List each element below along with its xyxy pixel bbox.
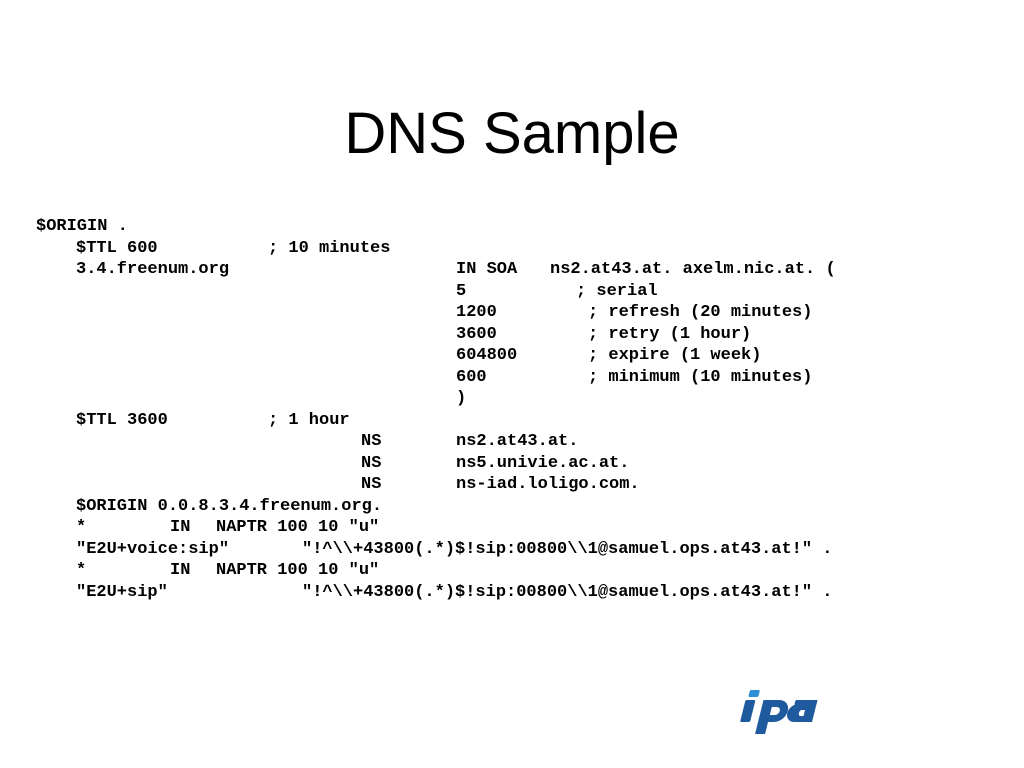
code-line: 3600 ; retry (1 hour) [36, 324, 751, 346]
code-token: ns2.at43.at. [456, 432, 579, 451]
code-token: IN SOA [456, 260, 518, 279]
code-token: ; expire (1 week) [588, 346, 762, 365]
code-line: 5 ; serial [36, 281, 658, 303]
code-line: $ORIGIN 0.0.8.3.4.freenum.org. [36, 496, 382, 518]
code-token: $ORIGIN . [36, 217, 128, 236]
code-token: 604800 [456, 346, 518, 365]
code-token: ; retry (1 hour) [588, 324, 752, 344]
code-token: 5 [456, 281, 467, 301]
code-token: ns-iad.loligo.com. [456, 475, 640, 494]
code-line: $TTL 3600 ; 1 hour [36, 410, 350, 432]
code-token: NS [361, 432, 382, 451]
code-token: 3600 [456, 324, 497, 344]
code-token: $TTL 600 [76, 238, 158, 258]
code-token: NAPTR 100 10 "u" [216, 561, 380, 580]
code-line: "E2U+voice:sip" "!^\\+43800(.*)$!sip:008… [36, 539, 833, 561]
code-line: ) [36, 388, 466, 410]
code-token: ; serial [576, 281, 658, 301]
code-token: * [76, 561, 87, 580]
code-line: NS ns-iad.loligo.com. [36, 474, 640, 496]
code-token: $ORIGIN 0.0.8.3.4.freenum.org. [76, 496, 383, 516]
code-token: ; minimum (10 minutes) [588, 367, 813, 387]
code-line: NS ns5.univie.ac.at. [36, 453, 629, 475]
code-token: ; refresh (20 minutes) [588, 303, 813, 322]
code-token: $TTL 3600 [76, 410, 168, 430]
code-token: ns5.univie.ac.at. [456, 453, 630, 473]
code-token: "!^\\+43800(.*)$!sip:00800\\1@samuel.ops… [302, 539, 833, 559]
code-token: "E2U+voice:sip" [76, 539, 230, 559]
code-line: * IN NAPTR 100 10 "u" [36, 517, 379, 539]
code-line: $TTL 600 ; 10 minutes [36, 238, 390, 260]
code-token: ns2.at43.at. axelm.nic.at. ( [550, 260, 836, 279]
code-token: 3.4.freenum.org [76, 260, 230, 279]
code-line: 604800 ; expire (1 week) [36, 345, 761, 367]
code-line: $ORIGIN . [36, 216, 128, 238]
code-token: "E2U+sip" [76, 582, 168, 602]
code-line: 1200 ; refresh (20 minutes) [36, 302, 812, 324]
code-token: ; 1 hour [268, 410, 350, 430]
code-token: IN [170, 518, 191, 537]
code-line: 3.4.freenum.org IN SOA ns2.at43.at. axel… [36, 259, 836, 281]
code-token: NAPTR 100 10 "u" [216, 518, 380, 537]
ipa-logo-icon [740, 690, 818, 734]
code-line: 600 ; minimum (10 minutes) [36, 367, 812, 389]
zone-file-code: $ORIGIN . $TTL 600 ; 10 minutes 3.4.free… [36, 216, 836, 604]
slide-title: DNS Sample [344, 101, 680, 166]
code-token: NS [361, 475, 382, 494]
code-token: IN [170, 561, 191, 580]
code-token: "!^\\+43800(.*)$!sip:00800\\1@samuel.ops… [302, 582, 833, 602]
code-token: ) [456, 389, 467, 408]
code-token: 1200 [456, 303, 497, 322]
code-line: * IN NAPTR 100 10 "u" [36, 560, 379, 582]
code-line: NS ns2.at43.at. [36, 431, 578, 453]
code-token: ; 10 minutes [268, 238, 391, 258]
code-token: NS [361, 453, 382, 473]
code-token: 600 [456, 367, 487, 387]
code-token: * [76, 518, 87, 537]
code-line: "E2U+sip" "!^\\+43800(.*)$!sip:00800\\1@… [36, 582, 833, 604]
